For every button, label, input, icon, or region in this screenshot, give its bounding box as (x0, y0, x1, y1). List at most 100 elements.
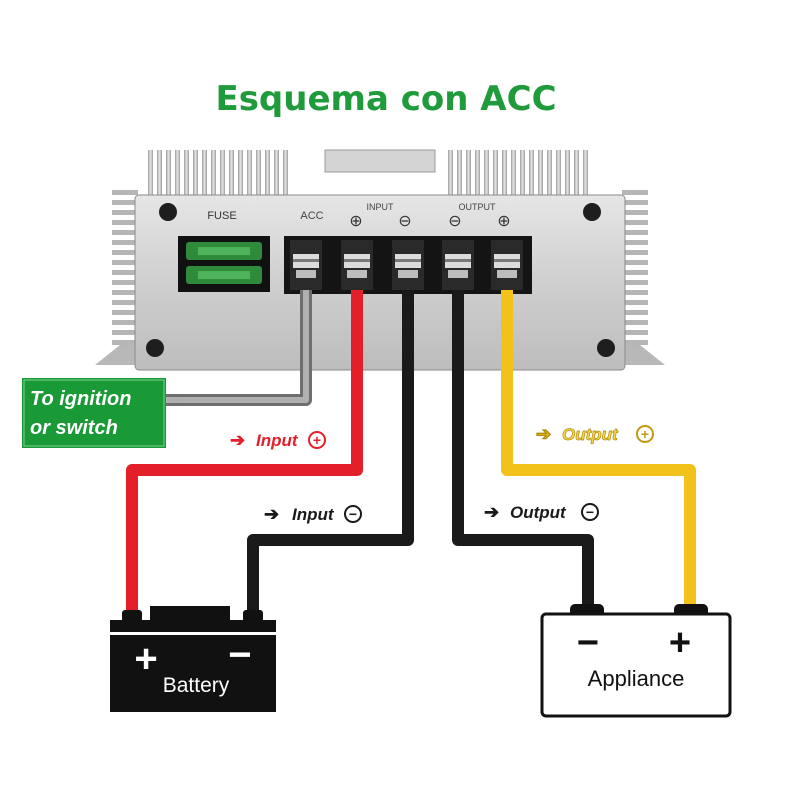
minus-symbol: − (349, 506, 357, 522)
fin (466, 150, 471, 198)
ignition-switch-box: To ignition or switch (22, 378, 166, 448)
fin (622, 340, 648, 345)
fin (112, 290, 138, 295)
arrow-right-icon: ➔ (484, 502, 499, 522)
fin (112, 240, 138, 245)
fuse-label: FUSE (207, 210, 236, 222)
wires (126, 290, 696, 615)
fin (175, 150, 180, 198)
fin (112, 270, 138, 275)
fin (112, 300, 138, 305)
output-negative-text: Output (510, 503, 567, 522)
arrow-right-icon: ➔ (230, 430, 245, 450)
fin (622, 220, 648, 225)
fin (283, 150, 288, 198)
appliance-minus: − (577, 622, 599, 664)
fin (547, 150, 552, 198)
fin (112, 330, 138, 335)
appliance-plus: + (669, 622, 691, 664)
screw-icon (597, 339, 615, 357)
screw-icon (159, 203, 177, 221)
fin (112, 230, 138, 235)
fin (484, 150, 489, 198)
terminal-screw-slot (344, 259, 370, 262)
input-label: INPUT (367, 202, 395, 212)
wire-input-negative (247, 290, 414, 615)
screw-icon (583, 203, 601, 221)
input-plus-symbol: ⊕ (349, 213, 362, 230)
output-positive-label: ➔ Output + (536, 424, 654, 444)
fin (238, 150, 243, 198)
fin (112, 190, 138, 195)
battery-plus: + (134, 637, 157, 681)
fin (622, 290, 648, 295)
plus-symbol: + (641, 426, 649, 442)
terminal-screw-slot (395, 259, 421, 262)
fin (622, 230, 648, 235)
fin (229, 150, 234, 198)
module-top-bracket (324, 149, 436, 173)
fin (538, 150, 543, 198)
fin (622, 330, 648, 335)
fin (622, 210, 648, 215)
plus-circle-icon (636, 425, 654, 443)
fin (148, 150, 153, 198)
input-negative-text: Input (292, 505, 335, 524)
output-positive-text: Output (562, 425, 619, 444)
fin (457, 150, 462, 198)
fin (247, 150, 252, 198)
fin (220, 150, 225, 198)
battery-icon: + − Battery (110, 606, 276, 712)
appliance-label: Appliance (588, 666, 685, 691)
terminal-block (284, 236, 532, 294)
fin (622, 250, 648, 255)
wire-output-negative (452, 290, 594, 612)
fin (622, 270, 648, 275)
battery-terminal-positive (122, 610, 142, 622)
fin (184, 150, 189, 198)
terminal-clamp (497, 270, 517, 278)
fin (502, 150, 507, 198)
fin (565, 150, 570, 198)
converter-module: FUSE ACC INPUT OUTPUT ⊕ ⊖ ⊖ ⊕ (95, 149, 665, 371)
minus-circle-icon (344, 505, 362, 523)
fin (475, 150, 480, 198)
fin (112, 210, 138, 215)
terminal-clamp (347, 270, 367, 278)
fin (622, 280, 648, 285)
input-negative-label: ➔ Input − (264, 504, 362, 524)
battery-minus: − (228, 633, 251, 677)
arrow-right-icon: ➔ (264, 504, 279, 524)
fin (193, 150, 198, 198)
fin (202, 150, 207, 198)
ignition-line-2: or switch (30, 417, 118, 439)
fin (166, 150, 171, 198)
fin (520, 150, 525, 198)
terminal-clamp (448, 270, 468, 278)
fin (448, 150, 453, 198)
fuse-holder (178, 236, 270, 292)
fin (622, 310, 648, 315)
fin (265, 150, 270, 198)
fin (622, 320, 648, 325)
arrow-right-icon: ➔ (536, 424, 551, 444)
fin (583, 150, 588, 198)
fin (511, 150, 516, 198)
fin (157, 150, 162, 198)
fin (112, 250, 138, 255)
fin (574, 150, 579, 198)
terminal-screw-slot (494, 259, 520, 262)
minus-symbol: − (586, 504, 594, 520)
wire-input-positive (126, 290, 363, 615)
fin (622, 240, 648, 245)
fin (622, 190, 648, 195)
fin (274, 150, 279, 198)
fin (256, 150, 261, 198)
fin (112, 320, 138, 325)
fin (622, 200, 648, 205)
fin (622, 300, 648, 305)
heatsink-fins (112, 150, 648, 345)
battery-label: Battery (163, 674, 230, 697)
input-minus-symbol: ⊖ (398, 213, 411, 230)
